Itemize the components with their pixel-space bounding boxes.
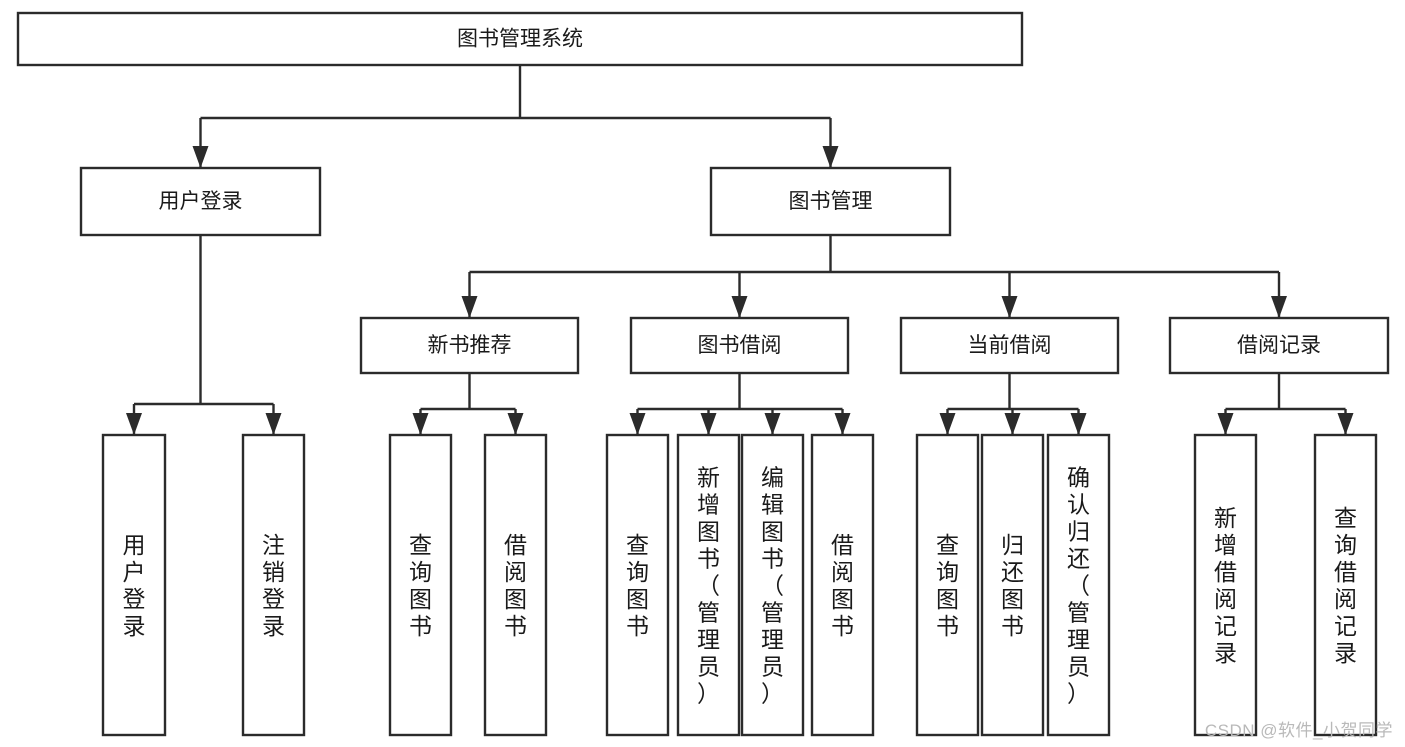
node-box[interactable]: [16, 11, 1024, 67]
arrow-head-icon: [507, 413, 524, 435]
arrow-head-icon: [412, 413, 429, 435]
node-leaf-user-logout[interactable]: 注销登录: [241, 433, 306, 737]
node-box[interactable]: [1313, 433, 1378, 737]
node-box[interactable]: [1168, 316, 1390, 375]
arrow-head-icon: [764, 413, 781, 435]
node-leaf-edit-book[interactable]: 编辑图书（管理员）: [740, 433, 805, 737]
node-borrow-record[interactable]: 借阅记录: [1168, 316, 1390, 375]
arrow-head-icon: [1217, 413, 1234, 435]
arrow-head-icon: [265, 413, 282, 435]
arrow-head-icon: [126, 413, 142, 435]
node-label: 新增借阅记录: [1214, 505, 1237, 666]
node-box[interactable]: [359, 316, 580, 375]
node-user-login[interactable]: 用户登录: [79, 166, 322, 237]
node-label: 查询图书: [626, 532, 649, 639]
node-box[interactable]: [676, 433, 741, 737]
node-box[interactable]: [101, 433, 167, 737]
node-label: 当前借阅: [968, 334, 1052, 357]
arrow-head-icon: [939, 413, 956, 435]
node-box[interactable]: [1193, 433, 1258, 737]
node-box[interactable]: [1046, 433, 1111, 737]
node-leaf-query-book-borrow[interactable]: 查询图书: [605, 433, 670, 737]
node-root-root[interactable]: 图书管理系统: [16, 11, 1024, 67]
node-box[interactable]: [709, 166, 952, 237]
node-label: 借阅图书: [504, 532, 527, 639]
node-book-borrow[interactable]: 图书借阅: [629, 316, 850, 375]
node-leaf-confirm-return[interactable]: 确认归还（管理员）: [1046, 433, 1111, 737]
arrow-head-icon: [822, 146, 839, 168]
node-label: 新书推荐: [428, 334, 512, 357]
node-label: 用户登录: [123, 532, 146, 639]
node-box[interactable]: [629, 316, 850, 375]
node-leaf-add-book[interactable]: 新增图书（管理员）: [676, 433, 741, 737]
node-label: 编辑图书（管理员）: [761, 465, 784, 707]
node-label: 查询图书: [936, 532, 959, 639]
arrow-head-icon: [1070, 413, 1087, 435]
node-leaf-borrow-book[interactable]: 借阅图书: [810, 433, 875, 737]
node-leaf-query-book-current[interactable]: 查询图书: [915, 433, 980, 737]
node-current-borrow[interactable]: 当前借阅: [899, 316, 1120, 375]
node-box[interactable]: [388, 433, 453, 737]
arrow-head-icon: [700, 413, 717, 435]
arrow-head-icon: [834, 413, 851, 435]
node-box[interactable]: [980, 433, 1045, 737]
arrow-head-icon: [731, 296, 748, 318]
node-box[interactable]: [899, 316, 1120, 375]
node-leaf-query-book-rec[interactable]: 查询图书: [388, 433, 453, 737]
node-box[interactable]: [605, 433, 670, 737]
node-box[interactable]: [241, 433, 306, 737]
node-box[interactable]: [915, 433, 980, 737]
node-box[interactable]: [483, 433, 548, 737]
node-label: 新增图书（管理员）: [697, 465, 720, 707]
node-leaf-return-book[interactable]: 归还图书: [980, 433, 1045, 737]
node-label: 图书管理: [789, 190, 873, 213]
arrow-head-icon: [1004, 413, 1021, 435]
node-label: 注销登录: [262, 532, 285, 639]
node-label: 查询借阅记录: [1334, 505, 1357, 666]
arrow-head-icon: [629, 413, 646, 435]
node-label: 查询图书: [409, 532, 432, 639]
arrow-head-icon: [1271, 296, 1287, 318]
node-leaf-borrow-book-rec[interactable]: 借阅图书: [483, 433, 548, 737]
node-new-book-rec[interactable]: 新书推荐: [359, 316, 580, 375]
node-label: 用户登录: [159, 190, 243, 213]
node-layer: 图书管理系统用户登录图书管理新书推荐图书借阅当前借阅借阅记录用户登录注销登录查询…: [16, 11, 1390, 737]
node-label: 图书借阅: [698, 334, 782, 357]
node-label: 借阅记录: [1237, 334, 1321, 357]
arrow-head-icon: [461, 296, 478, 318]
node-leaf-user-login[interactable]: 用户登录: [101, 433, 167, 737]
node-box[interactable]: [740, 433, 805, 737]
connector-layer: [126, 65, 1354, 435]
arrow-head-icon: [1001, 296, 1018, 318]
node-box[interactable]: [79, 166, 322, 237]
node-label: 图书管理系统: [457, 28, 583, 51]
node-leaf-add-record[interactable]: 新增借阅记录: [1193, 433, 1258, 737]
node-box[interactable]: [810, 433, 875, 737]
arrow-head-icon: [192, 146, 209, 168]
node-label: 归还图书: [1001, 532, 1024, 639]
node-leaf-query-record[interactable]: 查询借阅记录: [1313, 433, 1378, 737]
node-label: 确认归还（管理员）: [1067, 465, 1090, 707]
arrow-head-icon: [1337, 413, 1354, 435]
node-label: 借阅图书: [831, 532, 854, 639]
node-book-manage[interactable]: 图书管理: [709, 166, 952, 237]
